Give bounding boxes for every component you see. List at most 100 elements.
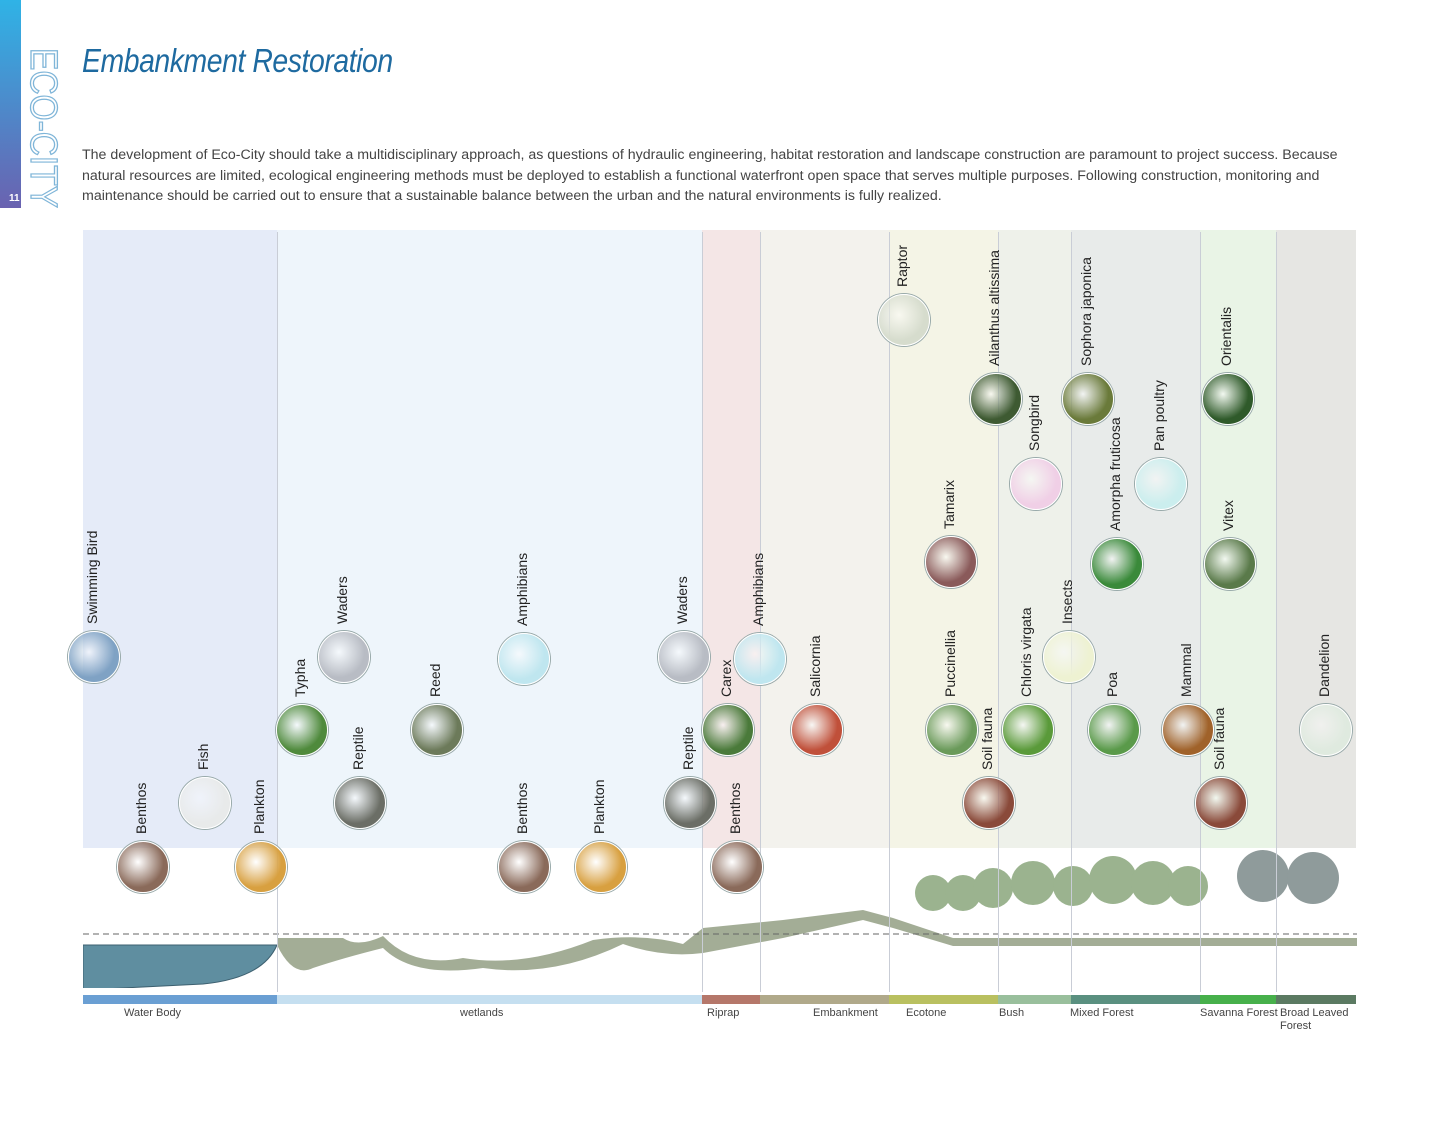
species-label: Waders [674,576,690,624]
zone-label: Embankment [813,1007,878,1019]
species-label: Swimming Bird [84,530,100,624]
zone-label: Savanna Forest [1200,1007,1278,1019]
species-icon [664,777,716,829]
zone-label: wetlands [460,1007,504,1019]
species-icon [1010,458,1062,510]
species-icon [1135,458,1187,510]
species-label: Plankton [591,779,607,834]
species-icon [1202,373,1254,425]
species-label: Songbird [1026,394,1042,451]
species-icon [878,294,930,346]
zone-divider [1071,232,1072,992]
zone-bar [702,995,760,1004]
species-label: Reptile [680,726,696,770]
zone-bar [277,995,702,1004]
species-icon [1088,704,1140,756]
species-icon [411,704,463,756]
species-icon [926,704,978,756]
species-label: Tamarix [941,479,957,529]
species-label: Amphibians [514,552,530,626]
species-label: Soil fauna [1211,707,1227,770]
species-label: Plankton [251,779,267,834]
species-icon [276,704,328,756]
species-icon [658,631,710,683]
species-label: Fish [195,743,211,770]
species-icon [318,631,370,683]
species-label: Mammal [1178,643,1194,697]
species-label: Insects [1059,579,1075,624]
species-icon [1062,373,1114,425]
species-icon [1195,777,1247,829]
species-label: Orientalis [1218,306,1234,366]
species-label: Dandelion [1316,633,1332,697]
species-label: Sophora japonica [1078,257,1094,366]
species-icon [68,631,120,683]
zone-bar [889,995,998,1004]
species-icon [734,633,786,685]
zone-divider [702,232,703,992]
species-icon [498,841,550,893]
zone-label: Mixed Forest [1070,1007,1134,1019]
zone-divider [1276,232,1277,992]
page-number: 11 [9,193,20,204]
species-icon [702,704,754,756]
zone-bar [1071,995,1200,1004]
species-icon [1002,704,1054,756]
species-label: Poa [1104,672,1120,697]
zone-label: Ecotone [906,1007,947,1019]
zone-divider [889,232,890,992]
zone-label: Riprap [707,1007,740,1019]
species-label: Amphibians [750,552,766,626]
species-icon [1162,704,1214,756]
species-label: Pan poultry [1151,380,1167,451]
sidebar-accent: 11 [0,0,21,208]
zone-background [760,230,889,848]
zone-bar [1276,995,1356,1004]
species-icon [498,633,550,685]
zone-label: Water Body [124,1007,182,1019]
species-icon [334,777,386,829]
species-label: Benthos [133,782,149,834]
zone-background [277,230,702,848]
zone-bar [760,995,889,1004]
zone-bar [83,995,277,1004]
zone-divider [998,232,999,992]
species-label: Reptile [350,726,366,770]
zone-bar [1200,995,1276,1004]
zone-label: Bush [999,1007,1025,1019]
species-label: Amorpha fruticosa [1107,417,1123,531]
species-label: Reed [427,663,443,697]
species-label: Benthos [727,782,743,834]
zone-label: Broad Leaved Forest [1280,1007,1349,1032]
species-icon [179,777,231,829]
species-label: Chloris virgata [1018,607,1034,697]
species-label: Vitex [1220,500,1236,531]
species-icon [711,841,763,893]
species-icon [575,841,627,893]
zone-divider [760,232,761,992]
species-label: Ailanthus altissima [986,250,1002,366]
species-icon [1091,538,1143,590]
page-title: Embankment Restoration [82,42,393,79]
zone-divider [277,232,278,992]
zone-background [998,230,1071,848]
species-icon [117,841,169,893]
species-icon [1300,704,1352,756]
species-icon [1204,538,1256,590]
zone-divider [1200,232,1201,992]
species-label: Salicornia [807,635,823,697]
species-icon [791,704,843,756]
species-icon [925,536,977,588]
svg-text:ECO-CITY: ECO-CITY [27,48,63,208]
zone-background [83,230,277,848]
species-icon [235,841,287,893]
species-label: Waders [334,576,350,624]
zone-bar [998,995,1071,1004]
species-label: Benthos [514,782,530,834]
brand-logo: ECO-CITY [27,48,63,208]
species-label: Raptor [894,244,910,287]
species-label: Puccinellia [942,630,958,697]
zone-background [1276,230,1356,848]
species-label: Soil fauna [979,707,995,770]
